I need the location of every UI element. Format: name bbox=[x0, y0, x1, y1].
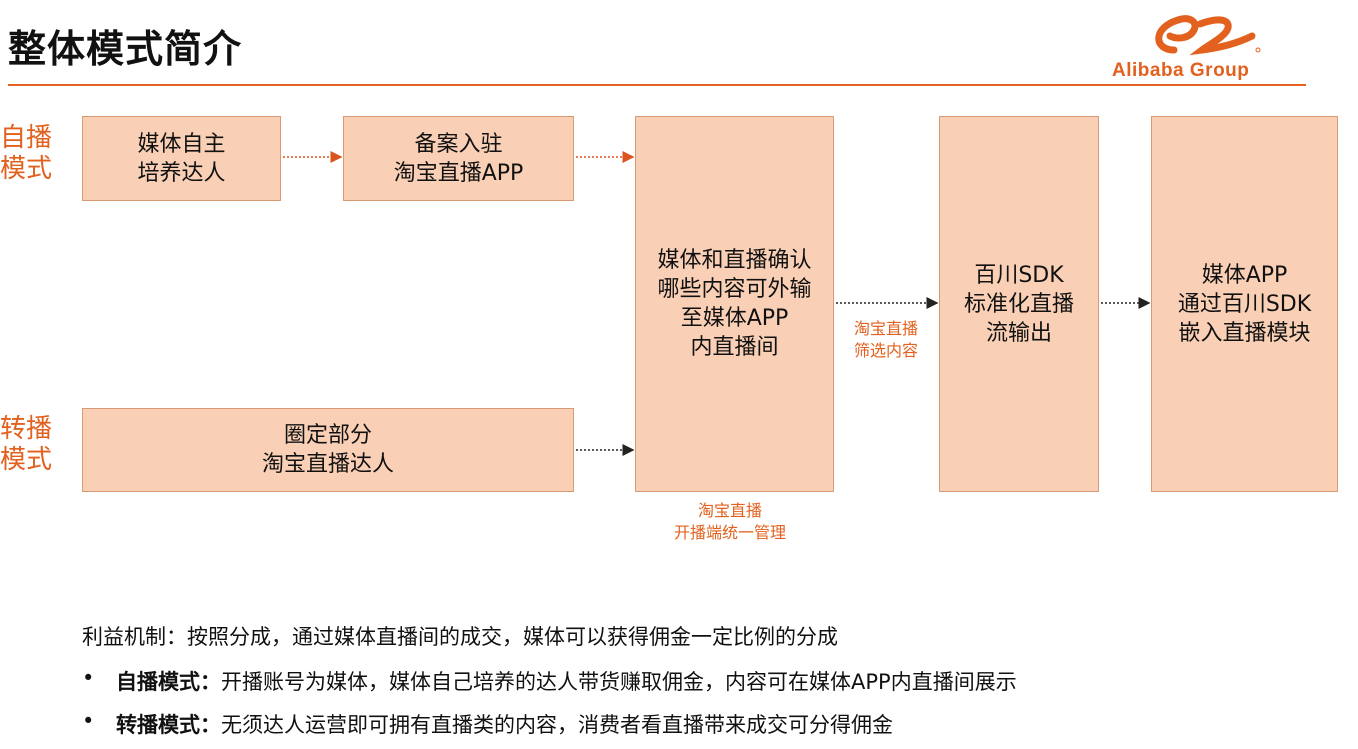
box-media-app: 媒体APP 通过百川SDK 嵌入直播模块 bbox=[1151, 116, 1338, 492]
mode-label-relay-line: 转播 bbox=[0, 414, 53, 444]
logo-text: Alibaba Group bbox=[1112, 60, 1250, 81]
bullet-icon: • bbox=[82, 666, 95, 690]
mode-label-relay: 转播 模式 bbox=[0, 414, 52, 476]
bullet-relay-mode: 转播模式：无须达人运营即可拥有直播类的内容，消费者看直播带来成交可分得佣金 bbox=[116, 709, 893, 739]
header-divider bbox=[8, 84, 1306, 86]
bullet-body: 开播账号为媒体，媒体自己培养的达人带货赚取佣金，内容可在媒体APP内直播间展示 bbox=[221, 670, 1017, 694]
box-line: 圈定部分 bbox=[283, 423, 372, 448]
note-line: 淘宝直播 bbox=[697, 501, 762, 520]
note-line: 淘宝直播 bbox=[853, 319, 918, 338]
mode-label-self: 自播 模式 bbox=[0, 123, 52, 185]
note-filter: 淘宝直播 筛选内容 bbox=[842, 318, 930, 362]
box-line: 媒体APP bbox=[1201, 262, 1288, 288]
mode-label-self-line: 自播 bbox=[0, 123, 53, 153]
bullet-label: 自播模式： bbox=[116, 670, 221, 694]
box-line: 流输出 bbox=[985, 320, 1052, 346]
box-line: 培养达人 bbox=[137, 160, 226, 186]
page-title: 整体模式简介 bbox=[8, 27, 243, 71]
bullet-self-mode: 自播模式：开播账号为媒体，媒体自己培养的达人带货赚取佣金，内容可在媒体APP内直… bbox=[116, 666, 1017, 696]
box-media-train: 媒体自主 培养达人 bbox=[82, 116, 281, 201]
box-line: 媒体自主 bbox=[137, 131, 226, 157]
box-line: 嵌入直播模块 bbox=[1178, 320, 1311, 346]
note-line: 开播端统一管理 bbox=[673, 523, 786, 542]
note-line: 筛选内容 bbox=[853, 341, 918, 360]
box-line: 媒体和直播确认 bbox=[657, 248, 812, 273]
box-line: 百川SDK bbox=[974, 262, 1064, 288]
box-circle: 圈定部分 淘宝直播达人 bbox=[82, 408, 574, 492]
box-line: 内直播间 bbox=[690, 335, 779, 360]
bullet-icon: • bbox=[82, 709, 95, 733]
bullet-label: 转播模式： bbox=[116, 713, 221, 737]
box-line: 至媒体APP bbox=[680, 306, 789, 331]
box-sdk-stream: 百川SDK 标准化直播 流输出 bbox=[939, 116, 1099, 492]
mode-label-relay-line: 模式 bbox=[0, 445, 53, 475]
note-manage: 淘宝直播 开播端统一管理 bbox=[640, 500, 820, 544]
box-line: 通过百川SDK bbox=[1177, 291, 1312, 317]
alibaba-smile-icon bbox=[1155, 15, 1261, 56]
box-line: 标准化直播 bbox=[963, 291, 1074, 317]
benefit-mechanism: 利益机制：按照分成，通过媒体直播间的成交，媒体可以获得佣金一定比例的分成 bbox=[82, 625, 838, 649]
alibaba-logo: Alibaba Group bbox=[1108, 10, 1308, 84]
box-confirm: 媒体和直播确认 哪些内容可外输 至媒体APP 内直播间 bbox=[635, 116, 834, 492]
box-line: 哪些内容可外输 bbox=[657, 277, 812, 302]
box-line: 备案入驻 bbox=[414, 131, 503, 157]
bullet-body: 无须达人运营即可拥有直播类的内容，消费者看直播带来成交可分得佣金 bbox=[221, 713, 893, 737]
mode-label-self-line: 模式 bbox=[0, 154, 53, 184]
box-line: 淘宝直播APP bbox=[393, 160, 524, 186]
box-line: 淘宝直播达人 bbox=[261, 452, 394, 477]
box-register: 备案入驻 淘宝直播APP bbox=[343, 116, 574, 201]
